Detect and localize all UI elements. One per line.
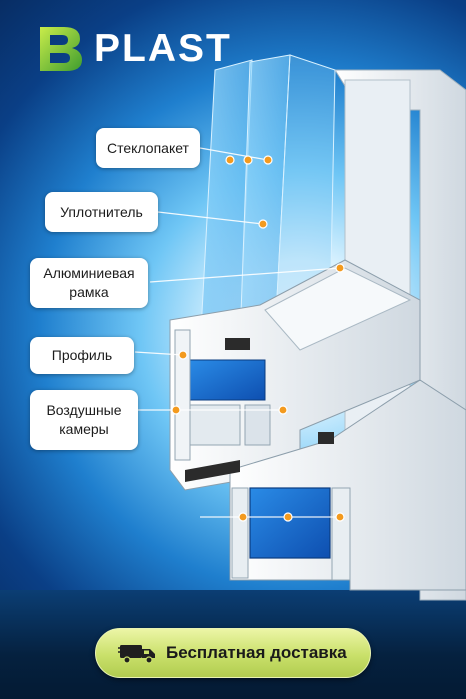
marker-dot-glass-1 (225, 155, 235, 165)
marker-dot-alu-frame (335, 263, 345, 273)
marker-dot-chamber-1 (171, 405, 181, 415)
label-aluminum-frame: Алюминиевая рамка (30, 258, 148, 308)
marker-dot-glass-3 (263, 155, 273, 165)
brand-logo: PLAST (34, 20, 232, 76)
b-logo-icon (40, 27, 82, 71)
free-delivery-button[interactable]: Бесплатная доставка (95, 628, 371, 678)
free-delivery-text: Бесплатная доставка (166, 643, 347, 662)
marker-dot-profile (178, 350, 188, 360)
marker-dot-glass-2 (243, 155, 253, 165)
label-profile: Профиль (30, 337, 134, 374)
marker-dot-chamber-3 (238, 512, 248, 522)
marker-dot-chamber-5 (335, 512, 345, 522)
label-air-chambers: Воздушные камеры (30, 390, 138, 450)
truck-icon (118, 645, 155, 664)
label-glass-unit: Стеклопакет (96, 128, 200, 168)
marker-dot-chamber-2 (278, 405, 288, 415)
label-seal: Уплотнитель (45, 192, 158, 232)
brand-name: PLAST (94, 26, 232, 70)
marker-dot-seal (258, 219, 268, 229)
marker-dot-chamber-4 (283, 512, 293, 522)
